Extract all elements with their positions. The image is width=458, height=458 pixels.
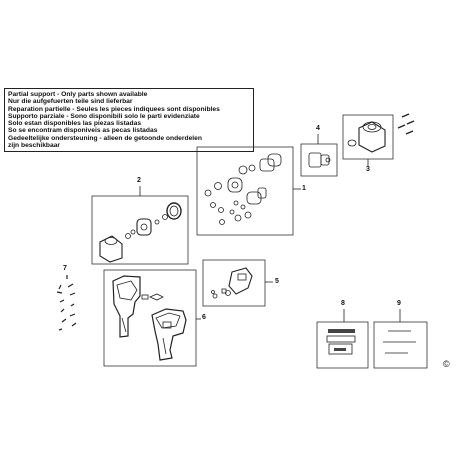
callout-4: 4: [316, 125, 320, 132]
callout-1: 1: [302, 185, 306, 192]
info-label-9: [373, 309, 428, 369]
notice-line-en: Partial support - Only parts shown avail…: [8, 91, 148, 98]
callout-8: 8: [341, 300, 345, 307]
notice-line-es: Solo estan disponibles las piezas listad…: [8, 120, 142, 128]
partial-support-notice: Partial support - Only parts shown avail…: [4, 88, 254, 152]
notice-line-it: Supporto parziale - Sono disponibili sol…: [8, 112, 200, 120]
screw-set-7: [56, 275, 77, 331]
callout-9: 9: [397, 300, 401, 307]
callout-5: 5: [275, 278, 279, 285]
callout-7: 7: [63, 265, 67, 272]
assembly-5-switch: [202, 259, 273, 307]
assembly-4-spindle: [300, 134, 338, 177]
notice-line-nl: Gedeeltelijke ondersteuning - alleen de …: [8, 134, 202, 142]
assembly-6-housing-halves: [103, 269, 201, 367]
assembly-2-housing: [91, 186, 189, 265]
callout-2: 2: [137, 177, 141, 184]
notice-line-fr: Reparation partielle - Seules les pieces…: [8, 105, 220, 113]
notice-line-pt: So se encontram disponiveis as pecas lis…: [8, 127, 158, 135]
label-plate-8: [316, 309, 369, 369]
callout-3: 3: [366, 166, 370, 173]
notice-line-nl-2: zijn beschikbaar: [8, 142, 61, 150]
assembly-1-gearbox: [196, 146, 301, 236]
callout-6: 6: [202, 314, 206, 321]
assembly-3-nose-cone: [342, 113, 415, 166]
copyright-symbol: ©: [443, 359, 450, 369]
notice-line-de: Nur die aufgefuerten teile sind lieferba…: [8, 98, 133, 106]
